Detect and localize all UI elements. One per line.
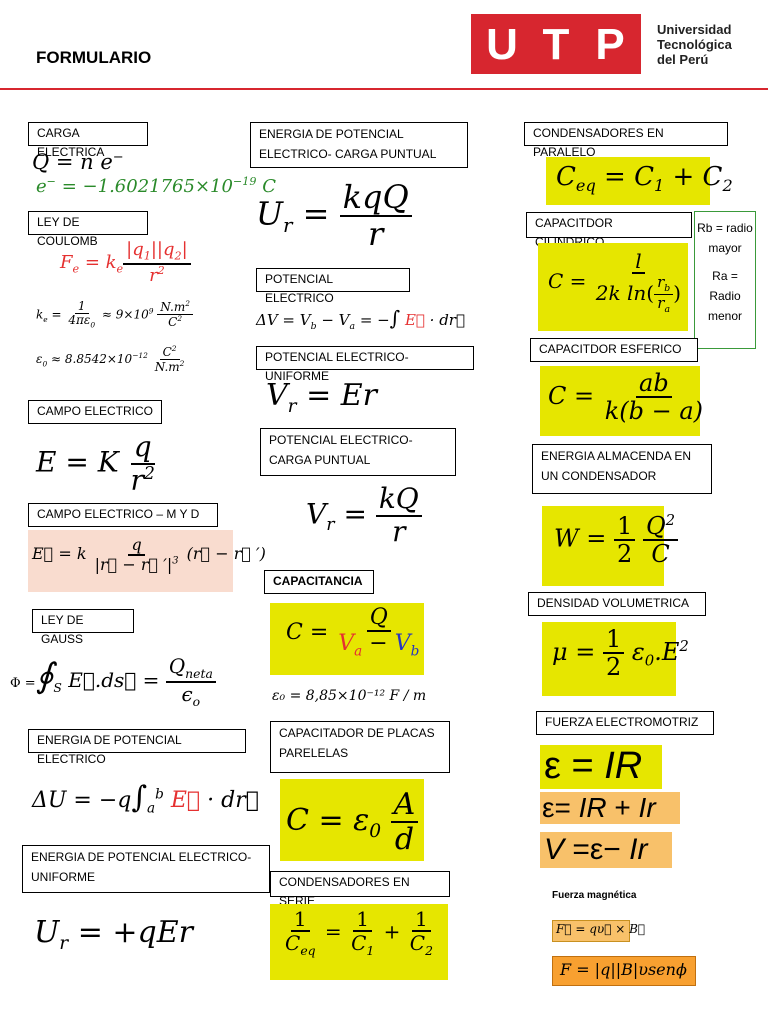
logo-text: Universidad Tecnológica del Perú (657, 22, 732, 67)
highlight-esferico (540, 366, 700, 436)
logo-letter-p: P (595, 20, 625, 69)
highlight-cilindrico (538, 243, 688, 331)
label-campo-electrico: CAMPO ELECTRICO (28, 400, 162, 424)
formula-energia-potencial: ΔU = −q∫ab E⃗ · dr⃗ (32, 780, 259, 817)
note-radios: Rb = radio mayor Ra = Radio menor (694, 211, 756, 349)
formula-carga: Q = n e− (32, 150, 124, 174)
label-capacitor-esferico: CAPACITDOR ESFERICO (530, 338, 698, 362)
formula-carga-electron: e− = −1.6021765×10−19 C (36, 175, 276, 197)
formula-coulomb: Fe = ke|q1||q2|r2 (60, 240, 191, 286)
logo-letter-t: T (542, 20, 570, 69)
highlight-capacitancia (270, 603, 424, 675)
highlight-fem-2 (540, 792, 680, 824)
formula-potencial: ΔV = Vb − Va = −∫ E⃗ · dr⃗ (256, 306, 465, 332)
formula-fem-2: ε= IR + Ir (542, 792, 656, 823)
highlight-paralelo (546, 157, 710, 205)
label-condensadores-paralelo: CONDENSADORES EN PARALELO (524, 122, 728, 159)
logo-letter-u: U (486, 20, 518, 69)
label-densidad-volumetrica: DENSIDAD VOLUMETRICA (528, 592, 706, 616)
page-title: FORMULARIO (36, 48, 152, 67)
formula-magnetica-vector: F⃗ = qυ⃗ × B⃗ (556, 922, 646, 936)
label-potencial-puntual: POTENCIAL ELECTRICO- CARGA PUNTUAL (260, 428, 456, 476)
highlight-energia-condensador (542, 506, 664, 586)
formula-magnetica-escalar: F = |q||B|υsenϕ (560, 960, 687, 979)
epsilon-value: ε₀ = 8,85×10⁻¹² F / m (272, 688, 427, 704)
note-rb: Rb = radio mayor (697, 221, 753, 255)
formula-energia-uniforme: Ur = +qEr (34, 915, 193, 954)
formula-fem-1: ε = IR (544, 745, 643, 787)
formula-campo-myd: E⃗ = k q|r⃗ − r⃗ ′|3 (r⃗ − r⃗ ′) (32, 535, 266, 574)
label-condensadores-serie: CONDENSADORES EN SERIE (270, 871, 450, 908)
utp-logo: U T P (471, 14, 641, 74)
label-ley-coulomb: LEY DE COULOMB (28, 211, 148, 248)
highlight-fem-3 (540, 832, 672, 868)
label-campo-myd: CAMPO ELECTRICO – M Y D (28, 503, 218, 527)
logo-text-line-2: Tecnológica (657, 37, 732, 52)
label-energia-uniforme: ENERGIA DE POTENCIAL ELECTRICO- UNIFORME (22, 845, 270, 893)
label-ley-gauss: LEY DE GAUSS (32, 609, 134, 646)
note-ra: Ra = Radio menor (707, 269, 742, 323)
label-placas-paralelas: CAPACITADOR DE PLACAS PARELELAS (270, 721, 450, 773)
label-potencial-uniforme: POTENCIAL ELECTRICO- UNIFORME (256, 346, 474, 383)
label-energia-puntual: ENERGIA DE POTENCIAL ELECTRICO- CARGA PU… (250, 122, 468, 168)
label-carga-electrica: CARGA ELECTRICA (28, 122, 148, 159)
highlight-magnetica-2 (552, 956, 696, 986)
label-capacitancia: CAPACITANCIA (264, 570, 374, 594)
highlight-serie (270, 904, 448, 980)
label-fuerza-magnetica: Fuerza magnética (552, 890, 637, 901)
label-fuerza-electromotriz: FUERZA ELECTROMOTRIZ (536, 711, 714, 735)
highlight-densidad (542, 622, 676, 696)
highlight-campo-myd (28, 530, 233, 592)
label-energia-condensador: ENERGIA ALMACENDA EN UN CONDENSADOR (532, 444, 712, 494)
label-energia-potencial: ENERGIA DE POTENCIAL ELECTRICO (28, 729, 246, 766)
highlight-magnetica-1 (552, 920, 630, 942)
label-capacitor-cilindrico: CAPACITDOR CILINDRICO (526, 212, 692, 249)
formula-paralelo: Ceq = C1 + C2 (556, 162, 733, 196)
logo-text-line-1: Universidad (657, 22, 732, 37)
formula-potencial-uniforme: Vr = Er (266, 378, 378, 417)
label-potencial-electrico: POTENCIAL ELECTRICO (256, 268, 410, 305)
header-divider (0, 88, 768, 90)
formula-fem-3: V =ε− Ir (544, 833, 648, 866)
highlight-fem-1 (540, 745, 662, 789)
highlight-placas (280, 779, 424, 861)
logo-text-line-3: del Perú (657, 52, 709, 67)
